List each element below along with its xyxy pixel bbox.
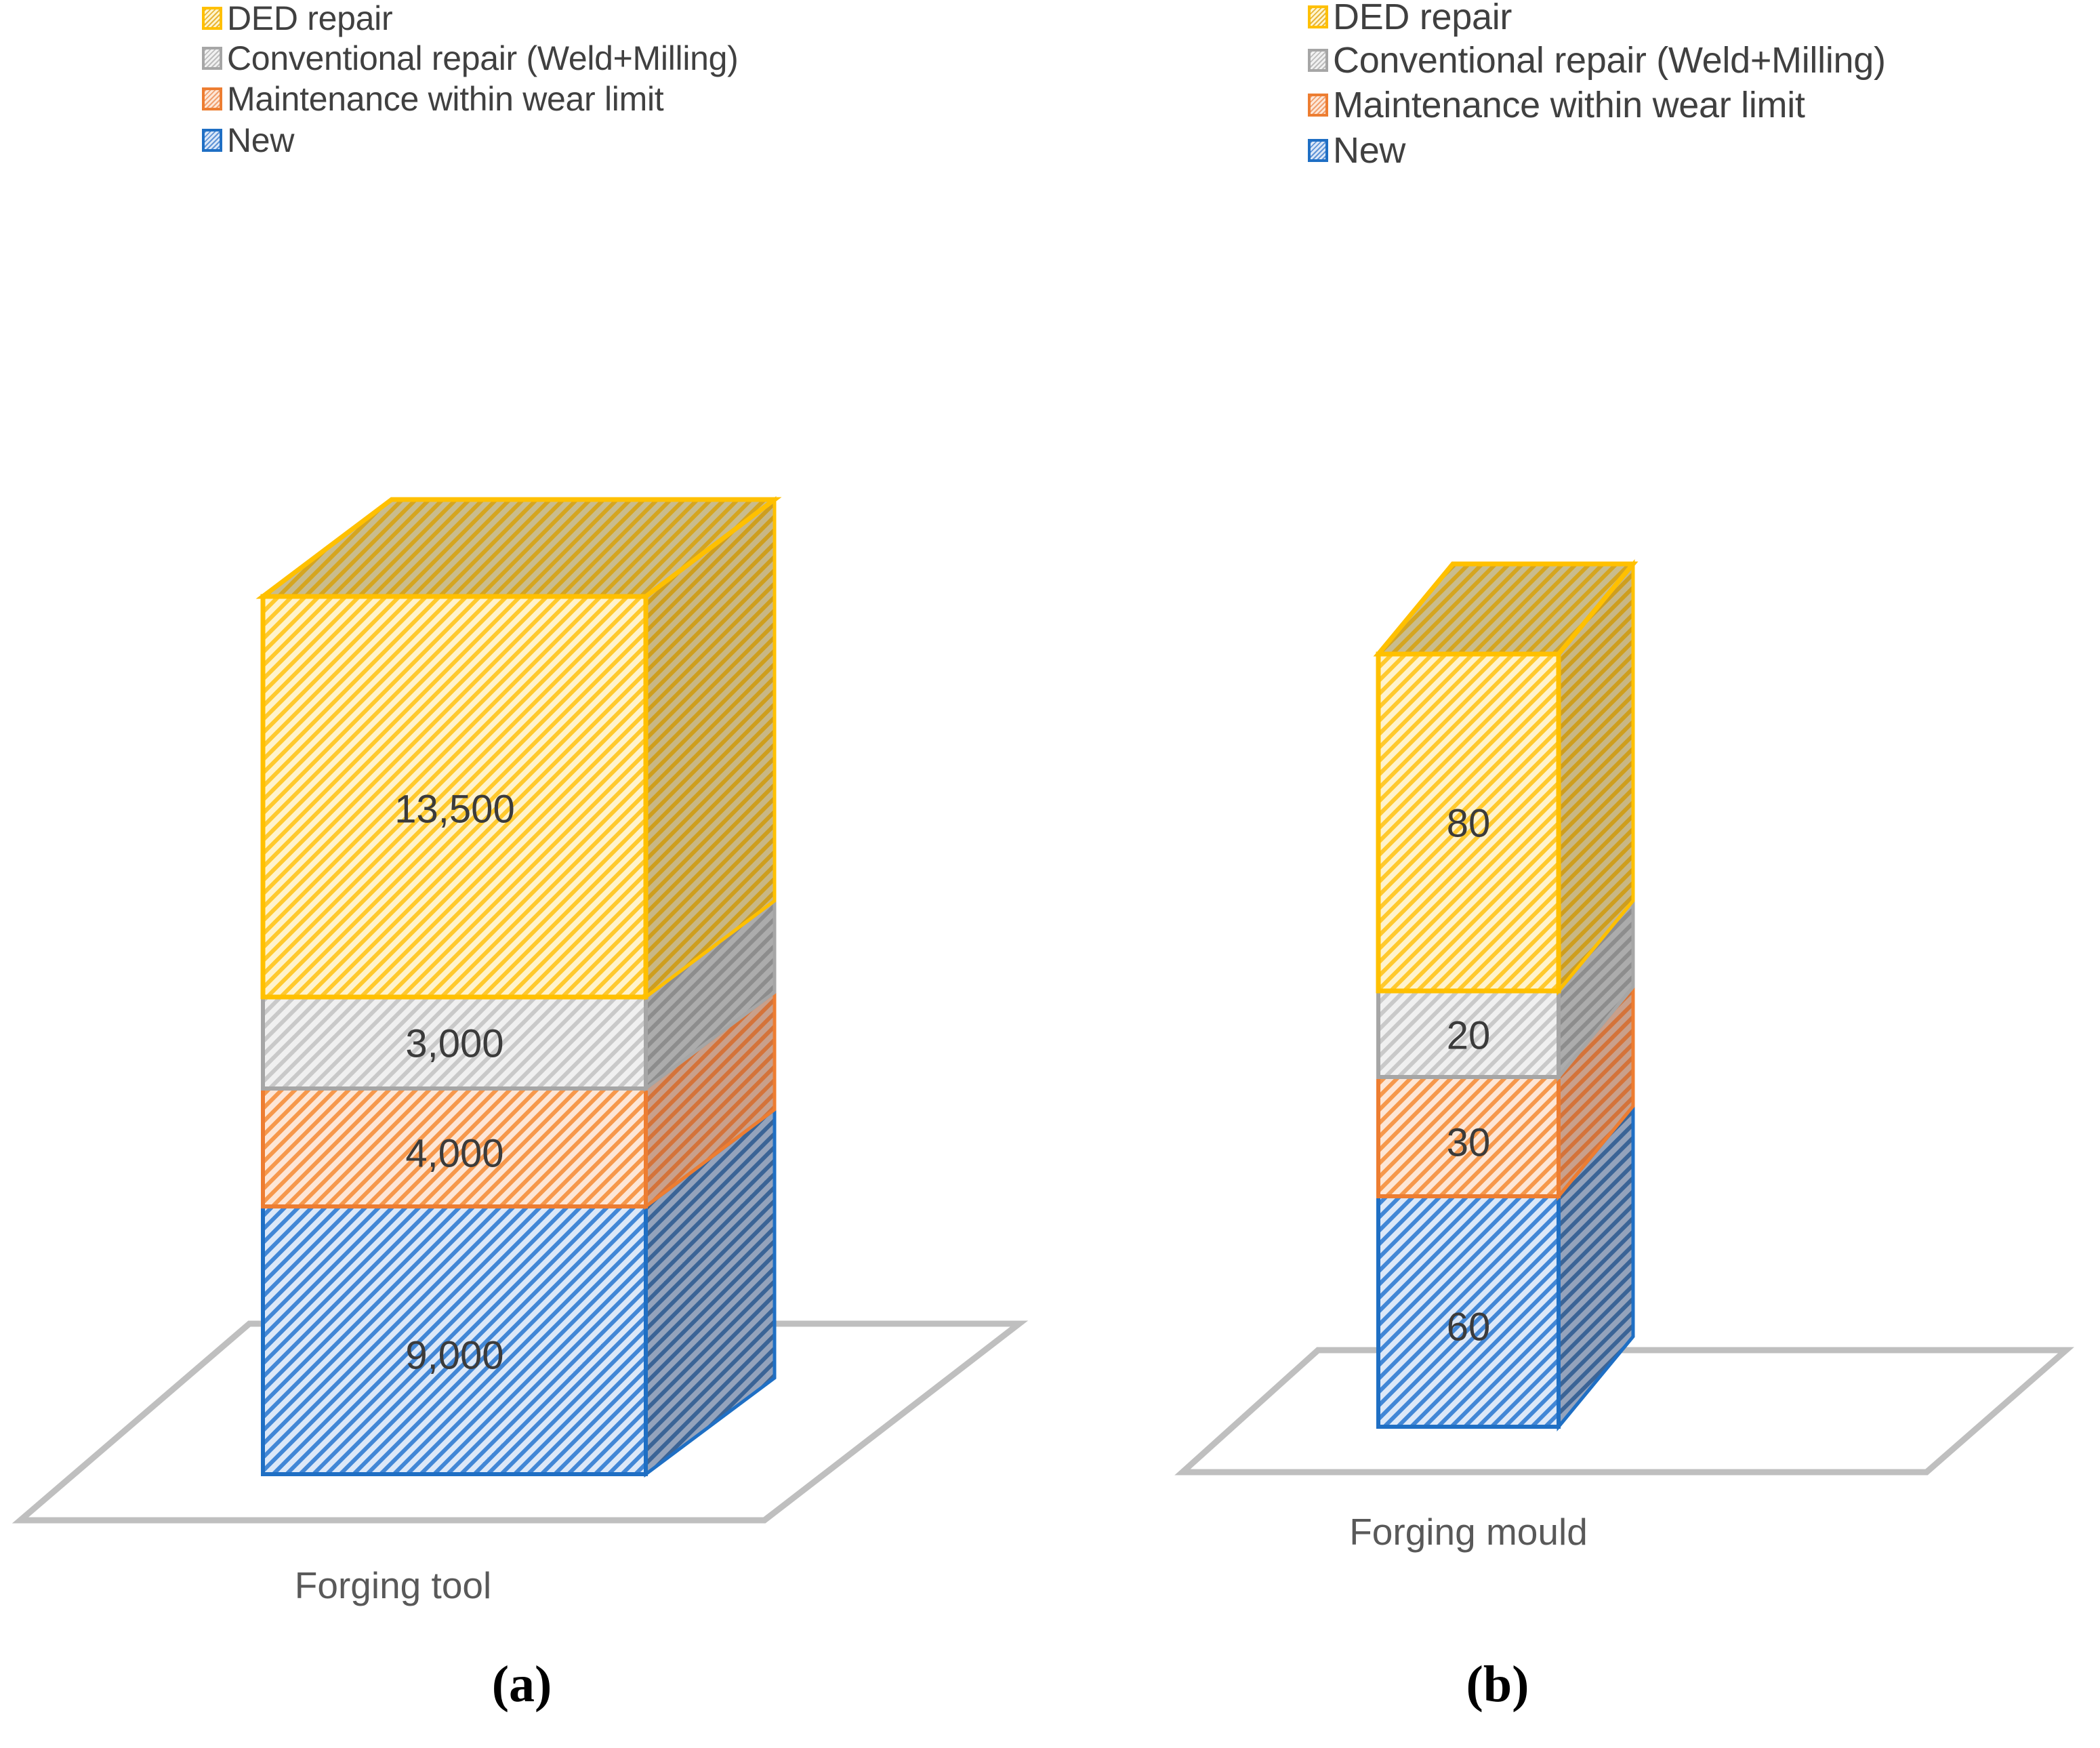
legend-swatch-new-icon (1308, 139, 1328, 162)
bar-front-ded (260, 594, 648, 1000)
legend-item-ded-repair[interactable]: DED repair (202, 0, 393, 38)
value-label-ded: 80 (1446, 801, 1491, 846)
legend-item-new[interactable]: New (202, 121, 294, 160)
category-label-b: Forging mould (1349, 1511, 1588, 1553)
value-label-ded: 13,500 (394, 787, 515, 832)
legend-item-maintenance[interactable]: Maintenance within wear limit (202, 79, 664, 119)
legend-swatch-ded-repair-icon (1308, 5, 1328, 28)
legend-swatch-conventional-repair-icon (1308, 49, 1328, 72)
bar-front-conventional (261, 995, 648, 1091)
stacked-3d-bar-b (1174, 559, 2074, 1476)
legend-label-maintenance: Maintenance within wear limit (227, 80, 664, 118)
legend-label-maintenance: Maintenance within wear limit (1333, 85, 1805, 125)
bar-front-conventional (1376, 989, 1561, 1079)
chart-panel-b: DED repair Conventional repair (Weld+Mil… (1050, 0, 2100, 1748)
value-label-new: 60 (1446, 1305, 1491, 1349)
legend-swatch-conventional-repair-icon (202, 47, 222, 70)
legend-label-new: New (227, 121, 295, 159)
legend-label-conventional-repair: Conventional repair (Weld+Milling) (1333, 40, 1886, 81)
category-label-a: Forging tool (294, 1564, 492, 1606)
figure-label-a: (a) (491, 1656, 552, 1713)
figure-label-b: (b) (1466, 1656, 1529, 1713)
chart-panel-a: DED repair Conventional repair (Weld+Mil… (12, 0, 1029, 1713)
legend-swatch-ded-repair-icon (202, 7, 222, 30)
legend-swatch-maintenance-icon (1308, 94, 1328, 117)
value-label-new: 9,000 (405, 1333, 504, 1378)
legend-item-ded-repair[interactable]: DED repair (1308, 0, 1512, 38)
legend-label-ded-repair: DED repair (1333, 0, 1512, 37)
stacked-3d-bar-a (12, 495, 1029, 1524)
value-label-maintenance: 4,000 (405, 1131, 504, 1176)
bar-front-maintenance (1376, 1075, 1561, 1198)
value-label-maintenance: 30 (1446, 1120, 1491, 1165)
floor-plane (1174, 1347, 2074, 1476)
value-label-conventional: 3,000 (405, 1021, 504, 1066)
legend-label-ded-repair: DED repair (227, 0, 393, 37)
legend-item-conventional-repair[interactable]: Conventional repair (Weld+Milling) (202, 39, 739, 78)
bar-front-ded (1376, 651, 1561, 994)
bar-front-new (1376, 1194, 1561, 1429)
bar-front-new (261, 1204, 648, 1476)
legend-item-conventional-repair[interactable]: Conventional repair (Weld+Milling) (1308, 39, 1886, 81)
legend-swatch-new-icon (202, 129, 222, 152)
legend-swatch-maintenance-icon (202, 87, 222, 110)
legend-label-new: New (1333, 130, 1406, 171)
legend-item-maintenance[interactable]: Maintenance within wear limit (1308, 84, 1805, 126)
legend-label-conventional-repair: Conventional repair (Weld+Milling) (227, 39, 739, 77)
legend-item-new[interactable]: New (1308, 129, 1405, 171)
value-label-conventional: 20 (1446, 1013, 1491, 1058)
